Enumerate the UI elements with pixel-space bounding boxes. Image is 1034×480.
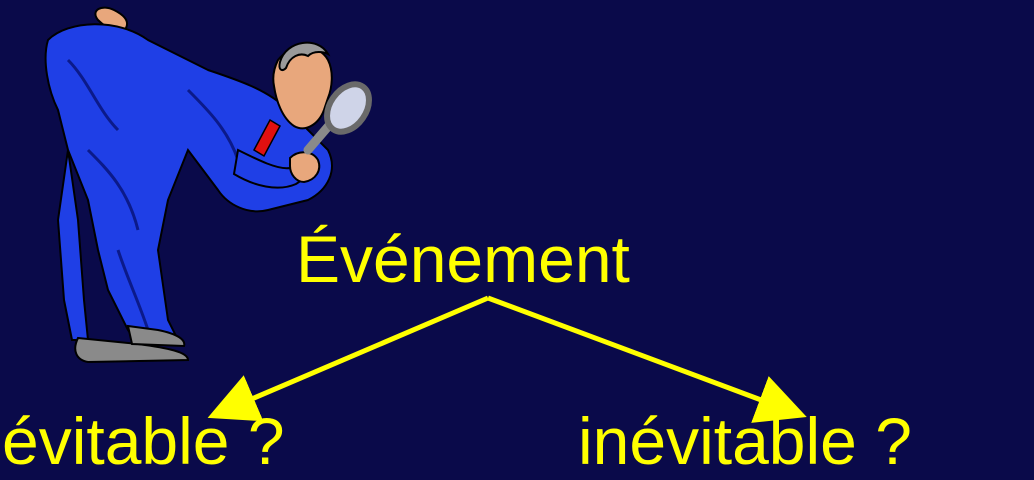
arrow-to-right-option	[487, 295, 807, 423]
arrow-to-left-option	[207, 295, 489, 422]
option-unavoidable: inévitable ?	[578, 404, 912, 478]
option-avoidable: évitable ?	[2, 404, 285, 478]
main-term: Événement	[296, 222, 630, 296]
detective-magnifying-glass-icon	[44, 6, 372, 364]
